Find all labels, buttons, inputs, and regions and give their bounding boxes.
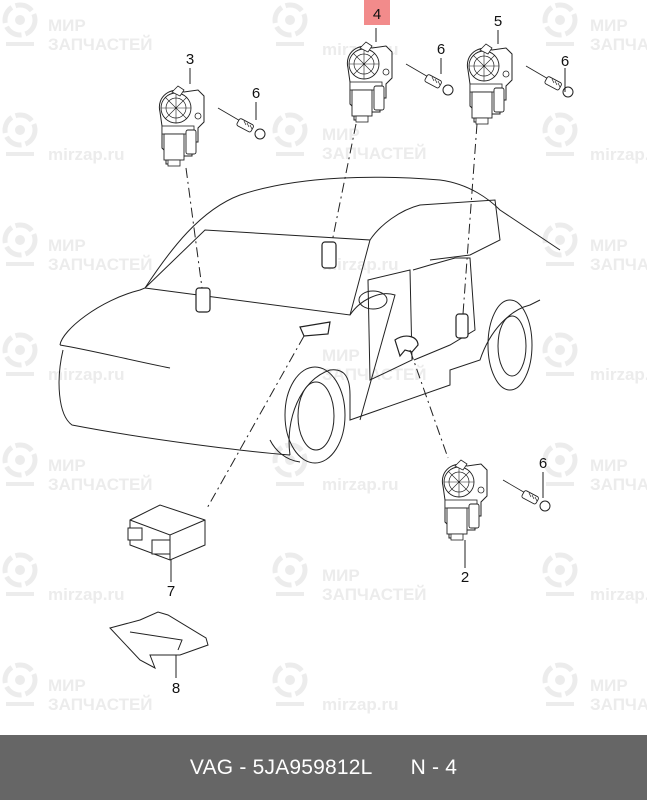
window-motor-3	[158, 85, 205, 167]
part-number: 5JA959812L	[252, 755, 373, 779]
part-info-footer: VAG - 5JA959812L N - 4	[0, 735, 647, 800]
control-module-7	[127, 504, 206, 561]
parts-diagram	[58, 28, 574, 678]
bracket-8	[109, 611, 209, 670]
callout-7: 7	[166, 583, 176, 600]
position-label: N - 4	[410, 755, 458, 779]
callout-8: 8	[171, 680, 181, 697]
callout-2: 2	[460, 569, 470, 586]
callout-6: 6	[560, 53, 570, 70]
separator: -	[239, 755, 247, 779]
callout-6: 6	[436, 41, 446, 58]
window-motor-5	[466, 43, 513, 125]
brand-label: VAG	[189, 755, 234, 779]
window-motor-2	[441, 459, 488, 541]
callout-5: 5	[493, 13, 503, 30]
callout-6: 6	[538, 455, 548, 472]
window-motor-4	[346, 41, 393, 123]
callout-3: 3	[185, 51, 195, 68]
callout-4-highlighted: 4	[364, 0, 390, 25]
callout-6: 6	[251, 85, 261, 102]
